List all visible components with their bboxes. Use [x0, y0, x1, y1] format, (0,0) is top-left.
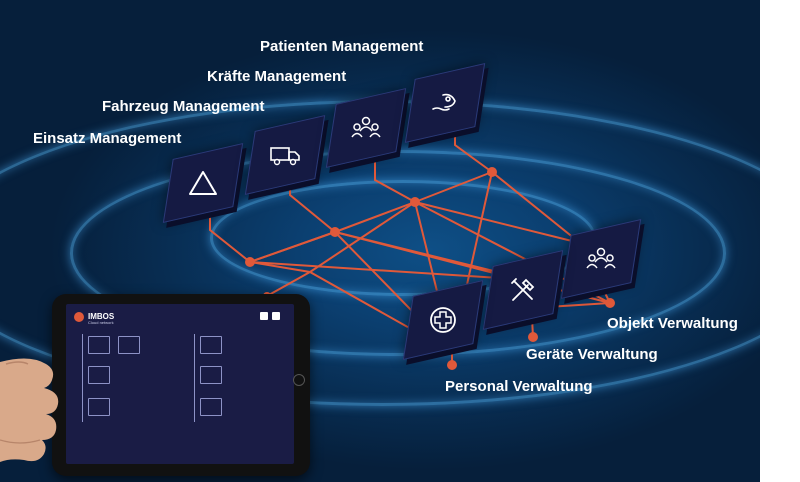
tablet-screen: IMBOS Cloud network	[66, 304, 294, 464]
network-illustration: Patienten Management Kräfte Management F…	[0, 0, 760, 482]
tile-personal	[402, 279, 484, 361]
divider-left	[82, 334, 83, 422]
tablet-device: IMBOS Cloud network	[52, 294, 310, 476]
label-fahrzeug-management: Fahrzeug Management	[102, 98, 265, 115]
label-patienten-management: Patienten Management	[260, 38, 424, 55]
label-kraefte-management: Kräfte Management	[207, 68, 347, 85]
tile-objekt	[560, 218, 642, 300]
app-tile-patienten[interactable]	[118, 336, 140, 354]
tile-patienten	[404, 62, 486, 144]
imbos-logo-icon	[74, 312, 84, 322]
app-tile-kraefte[interactable]	[88, 398, 110, 416]
app-tile-einsatz[interactable]	[88, 336, 110, 354]
tile-einsatz	[162, 142, 244, 224]
hand-illustration	[0, 358, 59, 462]
tile-fahrzeug	[244, 114, 326, 196]
label-einsatz-management: Einsatz Management	[33, 130, 182, 147]
app-tile-personal[interactable]	[200, 398, 222, 416]
divider-right	[194, 334, 195, 422]
people-icon	[351, 116, 381, 138]
app-tile-objekt[interactable]	[200, 336, 222, 354]
settings-icon[interactable]	[260, 312, 268, 320]
truck-icon	[270, 147, 300, 166]
app-tile-fahrzeug[interactable]	[88, 366, 110, 384]
label-personal-verwaltung: Personal Verwaltung	[445, 378, 593, 395]
medical-cross-icon	[430, 307, 456, 333]
tools-icon	[511, 278, 535, 301]
glow-ring-middle	[70, 150, 726, 356]
user-icon[interactable]	[272, 312, 280, 320]
app-title: IMBOS	[88, 312, 115, 321]
patient-icon	[432, 93, 456, 111]
app-tile-geraete[interactable]	[200, 366, 222, 384]
home-button[interactable]	[293, 374, 305, 386]
app-subtitle: Cloud network	[88, 320, 114, 325]
label-objekt-verwaltung: Objekt Verwaltung	[607, 315, 738, 332]
tile-kraefte	[325, 87, 407, 169]
tile-geraete	[482, 249, 564, 331]
label-geraete-verwaltung: Geräte Verwaltung	[526, 346, 658, 363]
people-group-icon	[586, 247, 616, 269]
warning-triangle-icon	[189, 171, 217, 195]
